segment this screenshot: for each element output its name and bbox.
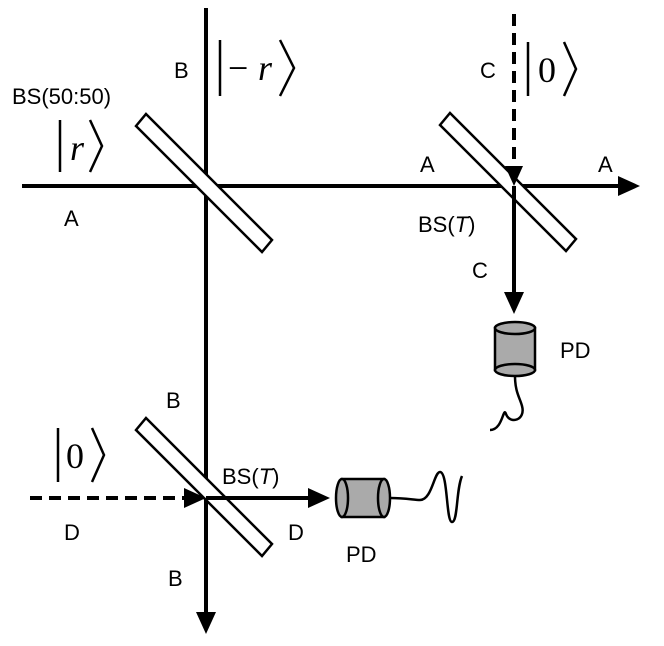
beamsplitter-t-top-label: BS(T) (418, 212, 475, 237)
detector-d-signal-wire (389, 470, 464, 524)
ket-state-minus-r: − r (218, 39, 296, 97)
photodetector-c (489, 320, 537, 432)
mode-b-label-bottom: B (168, 566, 183, 591)
beamsplitter-t-bottom (134, 416, 274, 558)
mode-c-label-bottom: C (472, 258, 488, 283)
ket-state-vacuum-c: 0 (526, 41, 578, 97)
ket-state-r: r (58, 119, 104, 173)
mode-b-label-mid: B (166, 388, 181, 413)
mode-d-input-arrowhead (184, 488, 206, 508)
mode-a-label-mid: A (420, 152, 435, 177)
beamsplitter-t-top (438, 111, 578, 253)
photodetector-d (334, 470, 464, 524)
mode-b-arrowhead (196, 612, 216, 634)
mode-a-arrowhead (618, 176, 640, 196)
detector-d-label: PD (346, 542, 377, 567)
svg-text:0: 0 (538, 50, 556, 90)
mode-d-label-right: D (288, 520, 304, 545)
svg-text:−: − (228, 48, 248, 88)
beamsplitter-50-50-label: BS(50:50) (12, 84, 111, 109)
beamsplitter-50-50 (134, 112, 274, 254)
detector-c-label: PD (560, 338, 591, 363)
svg-text:r: r (258, 48, 273, 88)
detector-c-signal-wire (489, 375, 524, 432)
mode-c-output-arrowhead (504, 292, 524, 314)
mode-d-output-arrowhead (308, 488, 330, 508)
mode-b-label-top: B (174, 58, 189, 83)
mode-d-label-left: D (64, 520, 80, 545)
mode-c-input-arrowhead (505, 166, 523, 186)
mode-a-label-right: A (598, 152, 613, 177)
svg-text:0: 0 (66, 436, 84, 476)
svg-text:r: r (70, 128, 85, 168)
ket-state-vacuum-d: 0 (56, 427, 106, 483)
mode-a-label-left: A (64, 206, 79, 231)
beamsplitter-t-bottom-label: BS(T) (222, 464, 279, 489)
mode-c-label-top: C (480, 58, 496, 83)
